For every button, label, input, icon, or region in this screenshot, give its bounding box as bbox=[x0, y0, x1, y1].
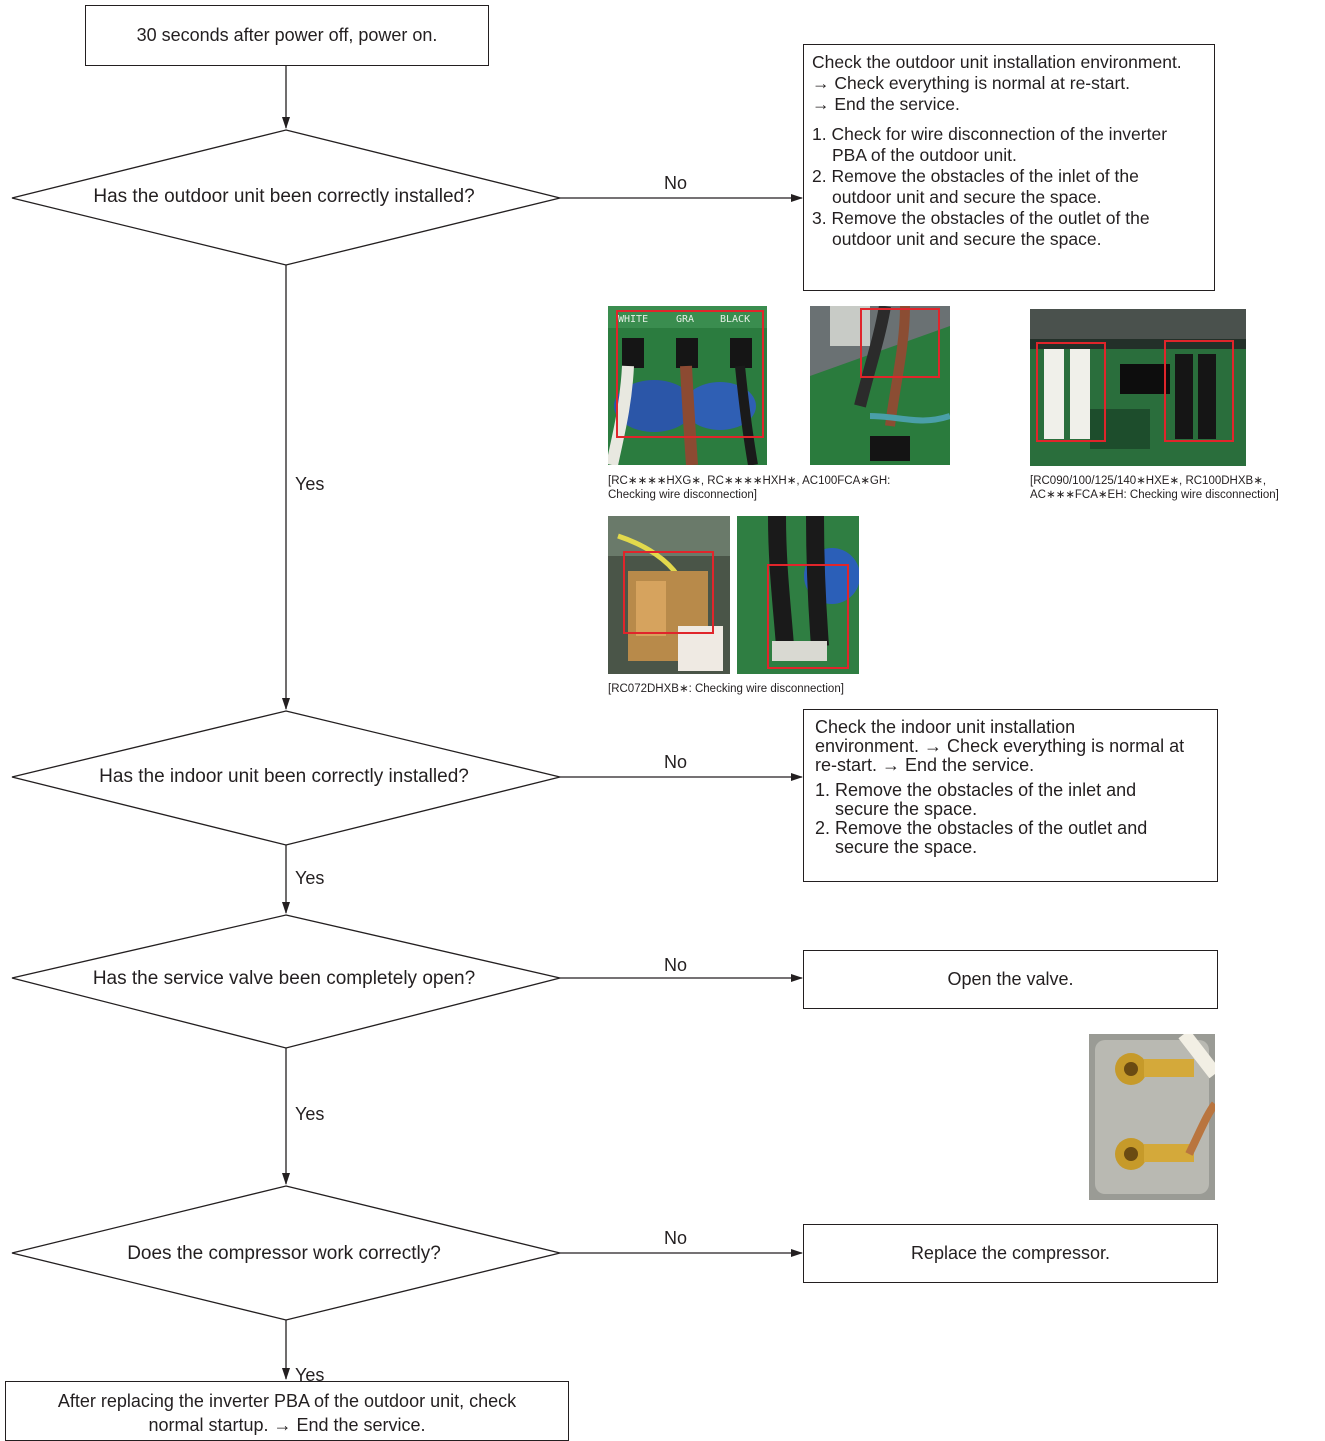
start-text: 30 seconds after power off, power on. bbox=[136, 25, 438, 45]
caption-2-line-2: AC∗∗∗FCA∗EH: Checking wire disconnection… bbox=[1030, 489, 1279, 501]
photo-inverter-terminals bbox=[1030, 309, 1246, 466]
indoor-item-1a: 1. Remove the obstacles of the inlet and bbox=[815, 780, 1137, 800]
decision-text-valve: Has the service valve been completely op… bbox=[92, 968, 476, 989]
photo-wire-connector bbox=[810, 306, 950, 465]
compressor-action-text: Replace the compressor. bbox=[910, 1243, 1111, 1263]
caption-2-line-1: [RC090/100/125/140∗HXE∗, RC100DHXB∗, bbox=[1030, 475, 1267, 487]
outdoor-item-1b: PBA of the outdoor unit. bbox=[832, 145, 1017, 165]
inverter-terminals-image bbox=[1030, 309, 1246, 466]
label-yes-3: Yes bbox=[295, 1104, 325, 1124]
highlight-box bbox=[860, 308, 940, 378]
label-no-3: No bbox=[664, 955, 688, 975]
highlight-box bbox=[1036, 342, 1106, 442]
photo-pcb-connectors bbox=[737, 516, 859, 674]
photo-relay bbox=[608, 516, 730, 674]
indoor-line-2: environment. → Check everything is norma… bbox=[815, 736, 1185, 756]
indoor-item-1b: secure the space. bbox=[835, 799, 978, 819]
label-gray: GRA bbox=[676, 314, 694, 325]
final-line-1: After replacing the inverter PBA of the … bbox=[57, 1391, 517, 1411]
relay-image bbox=[608, 516, 730, 674]
valve-action-box: Open the valve. bbox=[803, 950, 1218, 1009]
indoor-action-box: Check the indoor unit installation envir… bbox=[803, 709, 1218, 882]
label-yes-4: Yes bbox=[295, 1365, 325, 1385]
outdoor-item-1a: 1. Check for wire disconnection of the i… bbox=[812, 124, 1168, 144]
outdoor-item-3a: 3. Remove the obstacles of the outlet of… bbox=[812, 208, 1150, 228]
highlight-box bbox=[1164, 340, 1234, 442]
outdoor-action-box: Check the outdoor unit installation envi… bbox=[803, 44, 1215, 291]
compressor-action-box: Replace the compressor. bbox=[803, 1224, 1218, 1283]
service-valve-image bbox=[1089, 1034, 1215, 1200]
decision-diamond-compressor bbox=[11, 1185, 561, 1321]
highlight-box bbox=[616, 310, 764, 438]
final-line-2: normal startup. → End the service. bbox=[148, 1415, 426, 1435]
outdoor-item-2a: 2. Remove the obstacles of the inlet of … bbox=[812, 166, 1139, 186]
start-box: 30 seconds after power off, power on. bbox=[85, 5, 489, 66]
caption-3: [RC072DHXB∗: Checking wire disconnection… bbox=[608, 683, 844, 695]
label-no-4: No bbox=[664, 1228, 688, 1248]
indoor-item-2b: secure the space. bbox=[835, 837, 978, 857]
photo-terminal-block: WHITE GRA BLACK bbox=[608, 306, 767, 465]
caption-1-line-2: Checking wire disconnection] bbox=[608, 489, 757, 501]
decision-diamond-valve bbox=[11, 914, 561, 1049]
decision-text-indoor: Has the indoor unit been correctly insta… bbox=[99, 766, 469, 787]
final-box: After replacing the inverter PBA of the … bbox=[5, 1381, 569, 1441]
label-white: WHITE bbox=[618, 314, 648, 325]
caption-2: [RC090/100/125/140∗HXE∗, RC100DHXB∗, AC∗… bbox=[1030, 474, 1279, 502]
outdoor-item-2b: outdoor unit and secure the space. bbox=[832, 187, 1102, 207]
label-no-1: No bbox=[664, 173, 688, 193]
indoor-line-1: Check the indoor unit installation bbox=[815, 717, 1076, 737]
highlight-box bbox=[623, 551, 714, 634]
terminal-block-image: WHITE GRA BLACK bbox=[608, 306, 767, 465]
decision-diamond-indoor bbox=[11, 710, 561, 846]
outdoor-item-3b: outdoor unit and secure the space. bbox=[832, 229, 1102, 249]
indoor-line-3: re-start. → End the service. bbox=[815, 755, 1035, 775]
decision-diamond-outdoor bbox=[11, 129, 561, 266]
decision-text-compressor: Does the compressor work correctly? bbox=[127, 1243, 441, 1264]
indoor-item-2a: 2. Remove the obstacles of the outlet an… bbox=[815, 818, 1148, 838]
caption-1: [RC∗∗∗∗HXG∗, RC∗∗∗∗HXH∗, AC100FCA∗GH: Ch… bbox=[608, 474, 890, 502]
photo-service-valve bbox=[1089, 1034, 1215, 1200]
outdoor-line-3: → End the service. bbox=[812, 94, 960, 114]
outdoor-line-1: Check the outdoor unit installation envi… bbox=[812, 52, 1182, 72]
label-no-2: No bbox=[664, 752, 688, 772]
wire-connector-image bbox=[810, 306, 950, 465]
label-black: BLACK bbox=[720, 314, 750, 325]
pcb-connectors-image bbox=[737, 516, 859, 674]
label-yes-1: Yes bbox=[295, 474, 325, 494]
valve-action-text: Open the valve. bbox=[947, 969, 1074, 989]
caption-1-line-1: [RC∗∗∗∗HXG∗, RC∗∗∗∗HXH∗, AC100FCA∗GH: bbox=[608, 475, 891, 487]
label-yes-2: Yes bbox=[295, 868, 325, 888]
decision-text-outdoor: Has the outdoor unit been correctly inst… bbox=[93, 186, 475, 207]
outdoor-line-2: → Check everything is normal at re-start… bbox=[812, 73, 1131, 93]
highlight-box bbox=[767, 564, 849, 669]
